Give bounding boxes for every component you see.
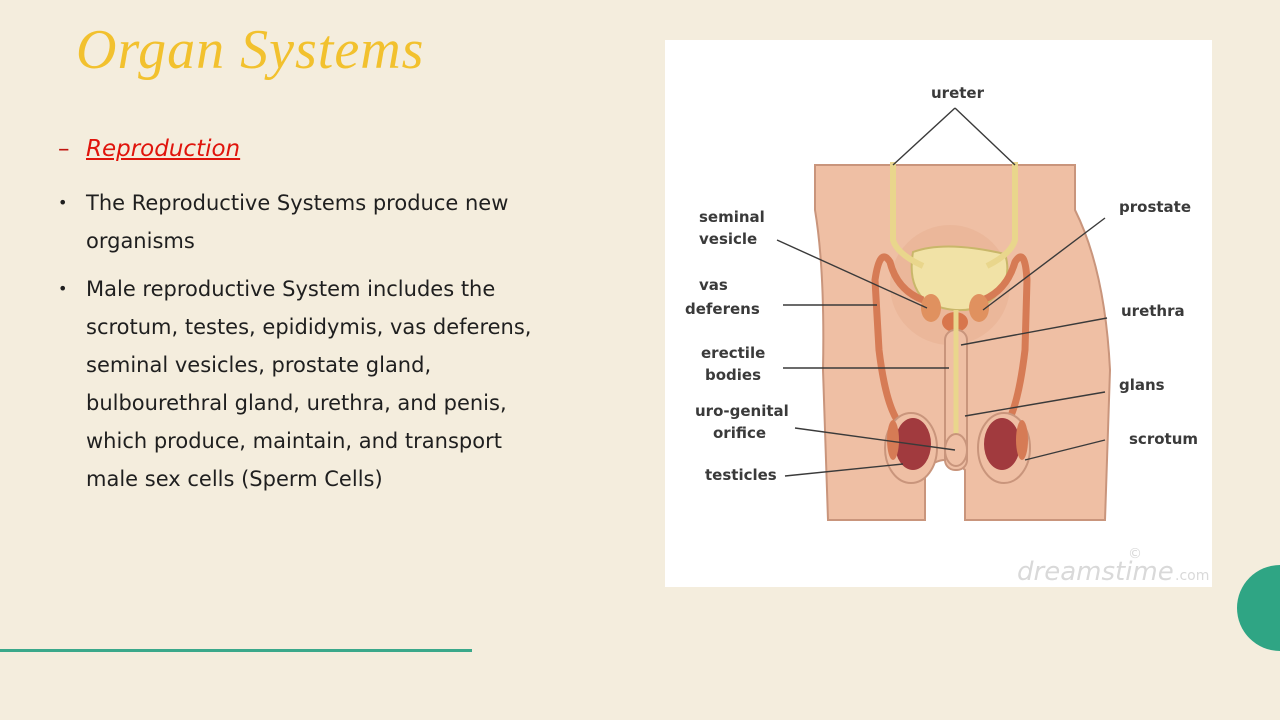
glans bbox=[944, 433, 968, 467]
seminal-vesicle-right bbox=[969, 294, 989, 322]
bullet-item: • The Reproductive Systems produce new o… bbox=[58, 184, 538, 260]
label-erectile-bodies-2: bodies bbox=[705, 366, 761, 384]
watermark-text: dreamstime bbox=[1017, 557, 1174, 587]
label-vas-deferens-1: vas bbox=[699, 276, 728, 294]
bullet-item: • Male reproductive System includes the … bbox=[58, 270, 538, 498]
vas-deferens-left bbox=[871, 253, 925, 422]
anatomy-diagram-svg: ureter seminal vesicle prostate vas defe… bbox=[685, 84, 1209, 587]
label-uro-genital-2: orifice bbox=[713, 424, 766, 442]
vas-deferens-right bbox=[981, 253, 1031, 422]
bullet-text: Male reproductive System includes the sc… bbox=[86, 277, 532, 491]
bullet-dot-icon: • bbox=[58, 279, 68, 298]
slide-title: Organ Systems bbox=[76, 19, 425, 81]
label-ureter: ureter bbox=[931, 84, 985, 102]
label-seminal-vesicle-1: seminal bbox=[699, 208, 765, 226]
anatomy-diagram: ureter seminal vesicle prostate vas defe… bbox=[665, 40, 1212, 587]
leader-lines bbox=[776, 107, 1108, 477]
watermark-suffix: .com bbox=[1175, 568, 1209, 584]
footer-accent-line bbox=[0, 649, 472, 652]
label-prostate: prostate bbox=[1119, 198, 1191, 216]
corner-accent-circle bbox=[1237, 565, 1280, 651]
seminal-vesicle-left bbox=[921, 294, 941, 322]
copyright-mark: © bbox=[1128, 546, 1142, 562]
subheading-row: – Reproduction bbox=[58, 136, 538, 162]
dash-bullet: – bbox=[58, 136, 70, 162]
epididymis-right bbox=[1016, 420, 1028, 460]
label-uro-genital-1: uro-genital bbox=[695, 402, 789, 420]
bullet-dot-icon: • bbox=[58, 193, 68, 212]
label-urethra: urethra bbox=[1121, 302, 1185, 320]
testicle-right bbox=[984, 418, 1020, 470]
label-vas-deferens-2: deferens bbox=[685, 300, 760, 318]
label-scrotum: scrotum bbox=[1129, 430, 1198, 448]
ureter-left bbox=[890, 162, 925, 269]
ureter-right bbox=[985, 162, 1018, 269]
bullet-text: The Reproductive Systems produce new org… bbox=[86, 191, 509, 253]
label-erectile-bodies-1: erectile bbox=[701, 344, 765, 362]
label-glans: glans bbox=[1119, 376, 1165, 394]
content-area: – Reproduction • The Reproductive System… bbox=[58, 136, 538, 508]
label-testicles: testicles bbox=[705, 466, 777, 484]
subheading: Reproduction bbox=[86, 136, 241, 162]
epididymis-left bbox=[887, 420, 899, 460]
label-seminal-vesicle-2: vesicle bbox=[699, 230, 757, 248]
